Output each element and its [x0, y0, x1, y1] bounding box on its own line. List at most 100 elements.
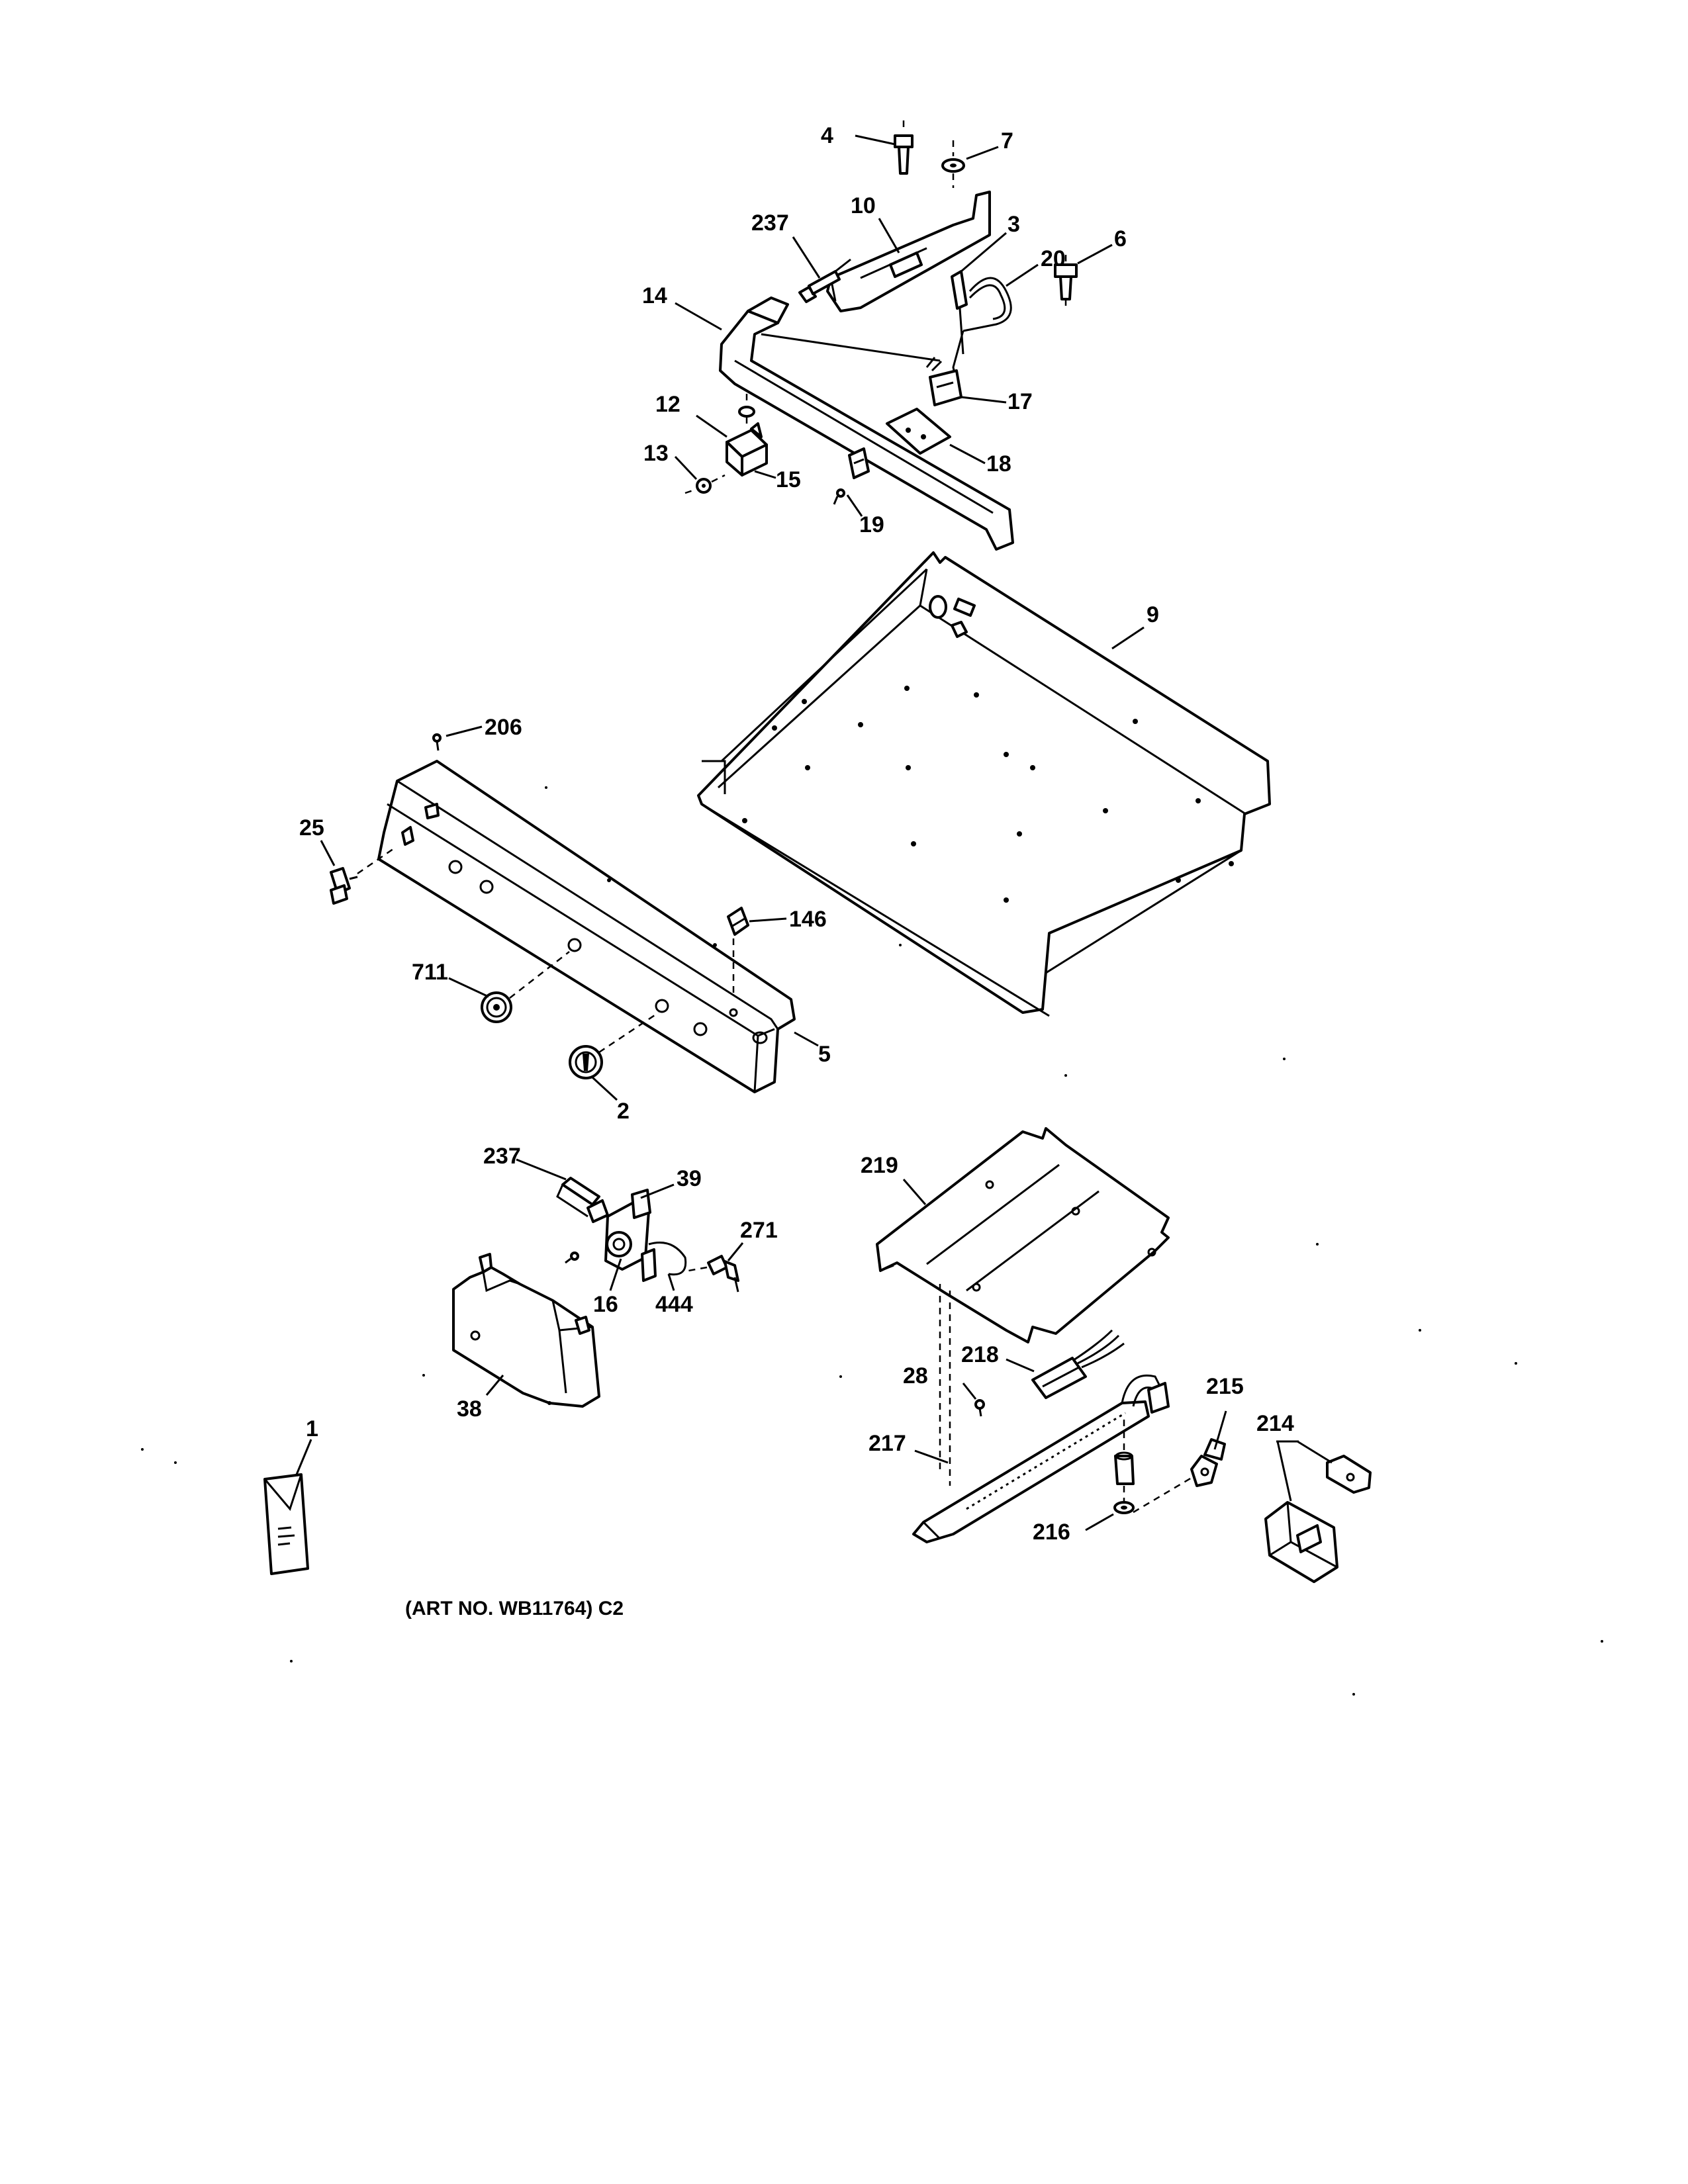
label-10: 10 — [851, 193, 876, 218]
leader-25 — [320, 840, 336, 866]
label-7: 7 — [1001, 128, 1013, 154]
leader-219 — [902, 1179, 927, 1205]
leader-10 — [878, 218, 900, 253]
label-271: 271 — [740, 1218, 778, 1243]
part-237-tube — [556, 1177, 609, 1223]
label-15: 15 — [776, 467, 801, 492]
leader-13 — [674, 455, 698, 480]
leader-28 — [962, 1383, 977, 1400]
label-237-top: 237 — [751, 210, 789, 236]
art-number-caption: (ART NO. WB11764) C2 — [405, 1598, 624, 1619]
label-216: 216 — [1033, 1520, 1070, 1545]
part-18-plate — [886, 408, 951, 455]
label-214: 214 — [1256, 1411, 1294, 1436]
label-1: 1 — [306, 1416, 318, 1441]
part-2-knob — [569, 1011, 659, 1079]
label-13: 13 — [643, 441, 669, 466]
part-15-valve — [726, 422, 768, 477]
leader-14 — [675, 302, 722, 331]
leader-206 — [445, 725, 483, 737]
part-218-igniter — [1031, 1329, 1125, 1399]
label-444: 444 — [655, 1292, 693, 1317]
leader-214a — [1276, 1441, 1292, 1502]
leader-2 — [591, 1076, 618, 1101]
part-217-burner — [912, 1374, 1170, 1543]
part-10-bracket — [826, 191, 991, 312]
leader-18 — [949, 443, 986, 465]
leader-3 — [961, 232, 1007, 273]
leader-214b — [1297, 1440, 1333, 1464]
part-206-screw — [432, 733, 442, 751]
leader-19 — [846, 494, 863, 517]
leader-217 — [914, 1449, 949, 1464]
label-3: 3 — [1008, 212, 1020, 237]
label-206: 206 — [485, 715, 522, 740]
leader-271 — [727, 1242, 744, 1261]
part-214-valve — [1264, 1455, 1372, 1583]
leader-218 — [1006, 1358, 1035, 1373]
leader-16 — [609, 1258, 622, 1291]
leader-4 — [855, 134, 896, 146]
part-146-switch — [727, 907, 749, 1017]
part-711-knob — [481, 951, 570, 1023]
part-215-bracket — [1190, 1438, 1226, 1487]
part-12-nut — [738, 394, 755, 429]
leader-39 — [640, 1183, 675, 1199]
label-218: 218 — [961, 1342, 999, 1367]
leader-146 — [749, 917, 787, 923]
label-19: 19 — [859, 512, 884, 537]
part-13-nut — [684, 474, 726, 494]
label-5: 5 — [818, 1042, 831, 1067]
label-2: 2 — [617, 1099, 630, 1124]
leader-216 — [1085, 1513, 1114, 1531]
leader-15 — [754, 470, 776, 479]
part-25-clip — [330, 846, 397, 905]
leader-20 — [1006, 263, 1039, 287]
leader-6 — [1077, 244, 1113, 265]
label-215: 215 — [1206, 1374, 1244, 1399]
part-4-screw — [894, 120, 914, 175]
part-9-burner-box — [697, 551, 1271, 1017]
part-6-screw — [1054, 255, 1078, 311]
leader-7 — [966, 146, 999, 160]
label-28: 28 — [903, 1363, 928, 1388]
label-219: 219 — [861, 1153, 898, 1178]
leader-38 — [485, 1375, 504, 1396]
label-9: 9 — [1147, 602, 1159, 627]
part-216-orifice — [1113, 1420, 1196, 1514]
label-16: 16 — [593, 1292, 618, 1317]
label-217: 217 — [868, 1431, 906, 1456]
label-146: 146 — [789, 907, 827, 932]
leader-711 — [448, 977, 489, 998]
leader-1 — [295, 1439, 312, 1475]
label-6: 6 — [1114, 226, 1127, 251]
leader-12 — [696, 414, 727, 438]
part-3-sensor — [951, 270, 968, 355]
label-18: 18 — [986, 451, 1011, 477]
part-14-manifold — [719, 296, 1014, 551]
part-219-baffle — [876, 1127, 1170, 1343]
label-237-lower: 237 — [483, 1144, 521, 1169]
label-38: 38 — [457, 1396, 482, 1422]
label-17: 17 — [1008, 389, 1033, 414]
label-4: 4 — [821, 123, 833, 148]
part-5-control-panel — [377, 760, 796, 1093]
part-17-switch — [925, 357, 962, 406]
part-271-spark — [688, 1255, 739, 1293]
part-237-fitting-top — [798, 258, 851, 303]
part-7-washer — [941, 140, 965, 188]
leader-444 — [667, 1273, 675, 1291]
leader-17 — [961, 396, 1007, 404]
part-28-screw — [974, 1399, 985, 1417]
label-711: 711 — [412, 960, 448, 985]
leader-9 — [1111, 626, 1145, 650]
label-25: 25 — [299, 815, 324, 841]
part-39-16-regulator — [604, 1189, 687, 1282]
part-screw-small — [565, 1251, 579, 1264]
part-19-screw — [833, 447, 870, 505]
label-14: 14 — [642, 283, 667, 308]
label-39: 39 — [677, 1166, 702, 1191]
leader-215 — [1213, 1410, 1227, 1450]
leader-237-lower — [516, 1158, 567, 1181]
